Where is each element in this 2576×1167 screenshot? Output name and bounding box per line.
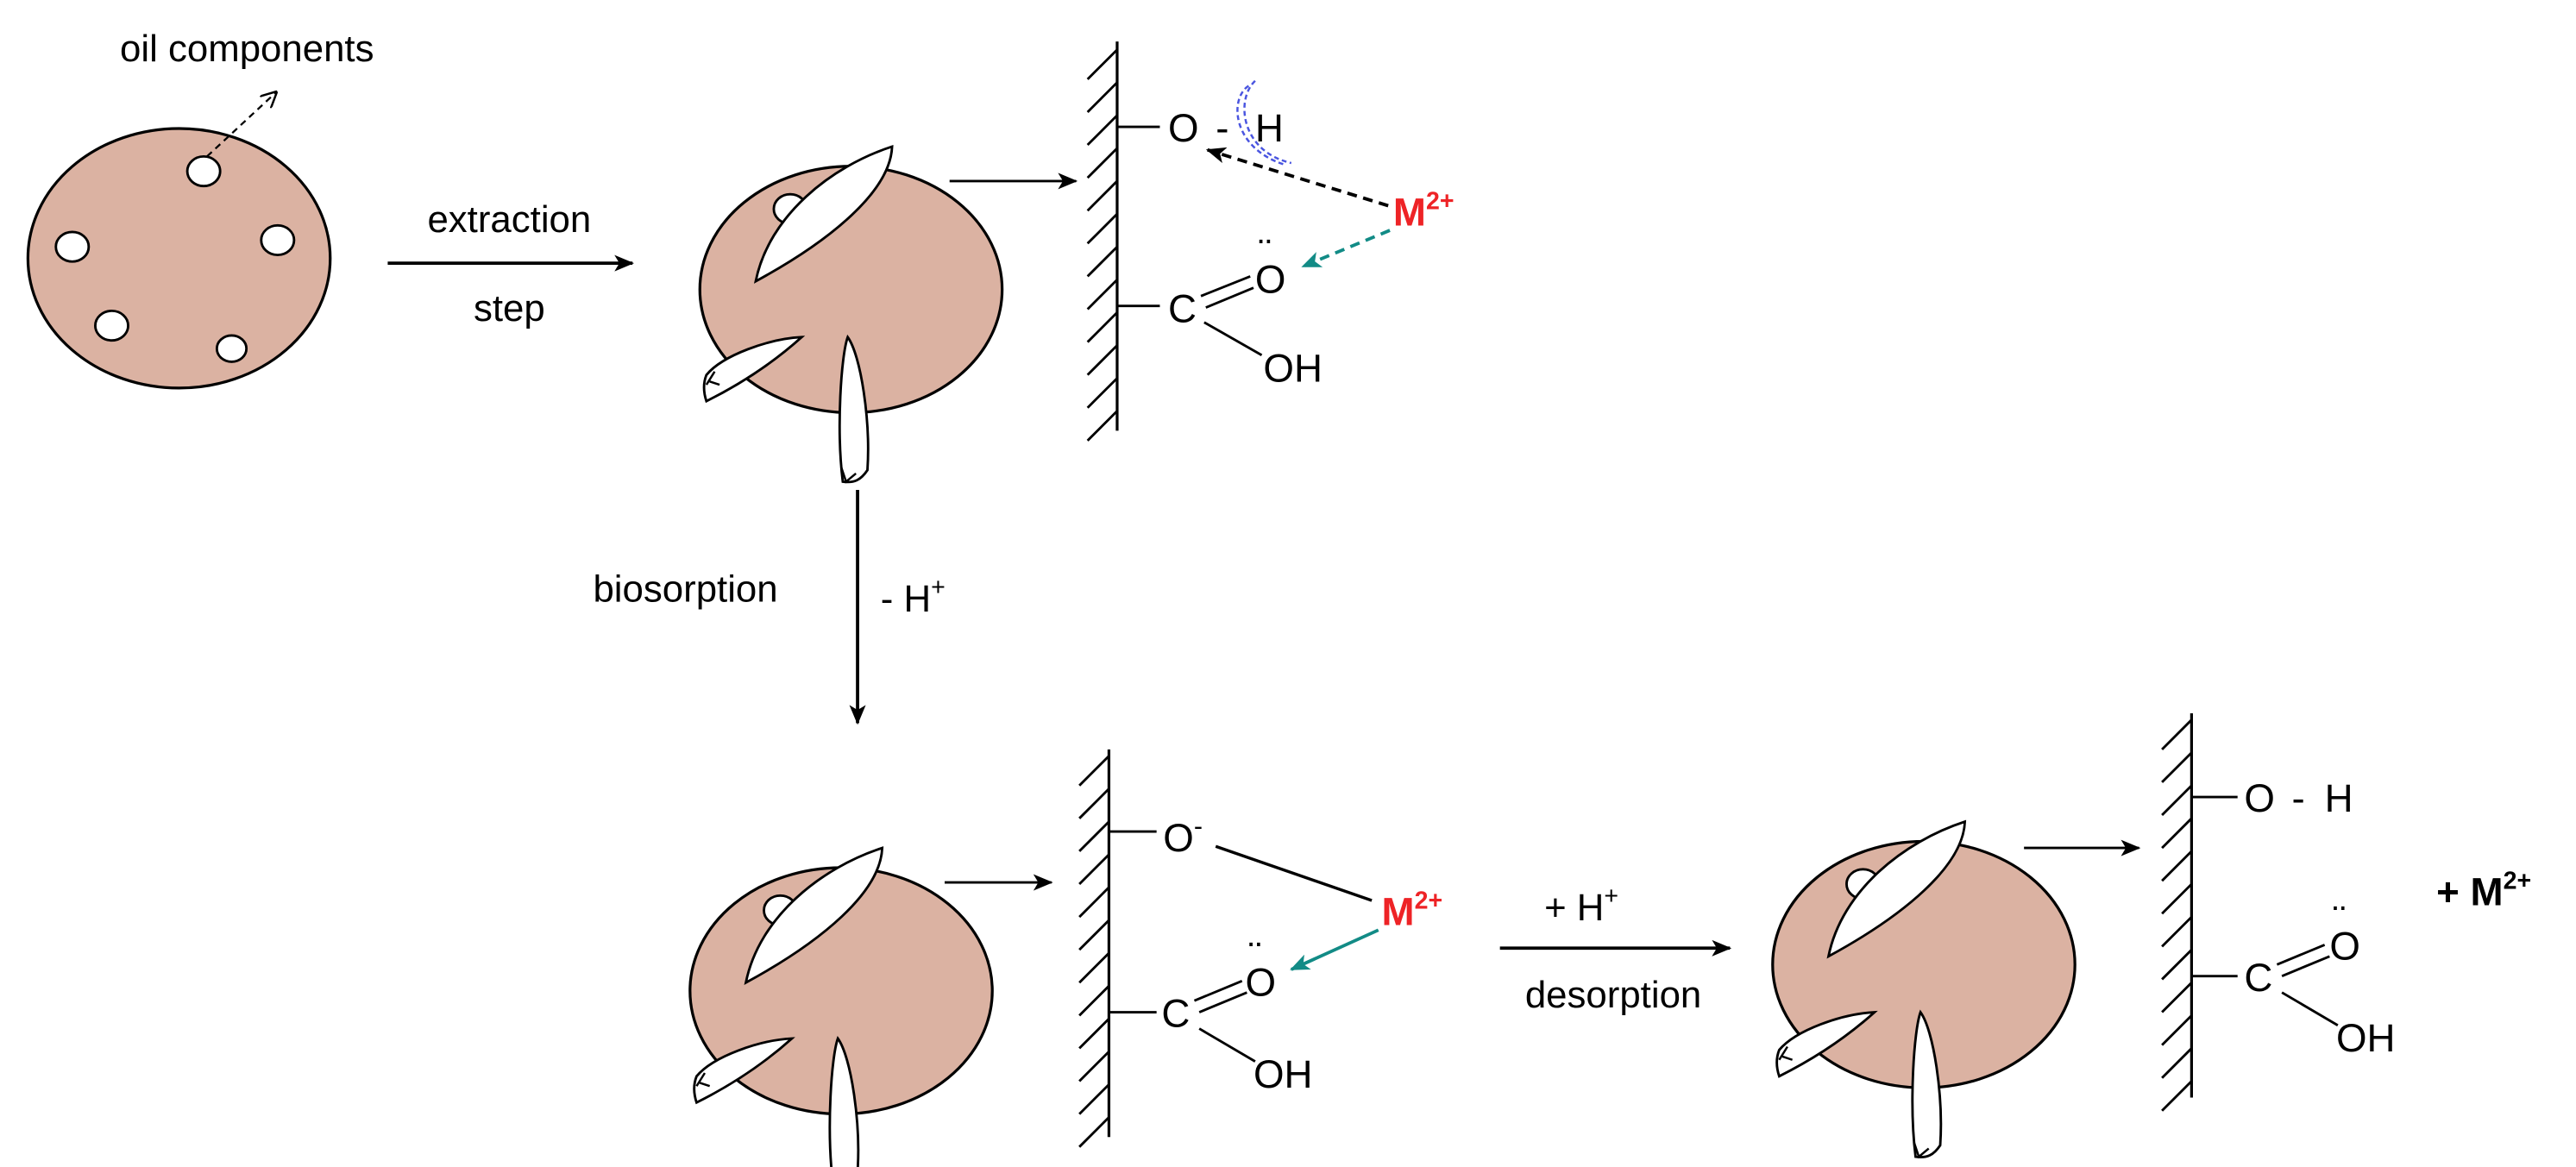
oxide-anion: O-: [1163, 812, 1203, 860]
intact-particle: [26, 127, 332, 390]
released-metal-ion: + M2+: [2436, 868, 2531, 914]
acid-addition-label: + H+: [1544, 882, 1618, 929]
hydroxyl-bond: -: [2292, 776, 2305, 820]
lone-pair: ¨: [2333, 898, 2346, 942]
biomass-surface-middle: [1078, 749, 1373, 1149]
oil-components-pointer: [206, 92, 276, 158]
carboxyl-oh: OH: [2336, 1016, 2396, 1060]
metal-ion: M2+: [1393, 187, 1454, 234]
oil-droplet: [54, 230, 91, 263]
step-label: step: [474, 287, 545, 329]
extraction-label: extraction: [427, 198, 591, 241]
hydroxyl-hydrogen: H: [1255, 106, 1284, 150]
hydroxyl-oxygen: O: [2244, 776, 2275, 820]
oil-droplet: [260, 223, 296, 257]
carbonyl-carbon: C: [2244, 956, 2272, 1000]
desorption-label: desorption: [1525, 974, 1701, 1016]
biosorption-label: biosorption: [593, 568, 777, 610]
metal-to-carbonyl-arrow: [1290, 928, 1379, 971]
biomass-surface-top: [1086, 41, 1263, 442]
carbonyl-oxygen: O: [1255, 257, 1286, 301]
regenerated-particle: [1773, 822, 2075, 1158]
metal-bound-particle: [690, 848, 992, 1167]
lone-pair: ¨: [1259, 231, 1272, 275]
carbonyl-oxygen: O: [2329, 925, 2360, 969]
metal-to-hydroxyl-arrow: [1205, 147, 1389, 208]
hydroxyl-hydrogen: H: [2325, 776, 2353, 820]
carbonyl-carbon: C: [1168, 287, 1197, 331]
lone-pair: ¨: [1248, 934, 1261, 978]
oil-droplet: [215, 334, 248, 363]
hydroxyl-oxygen: O: [1168, 106, 1199, 150]
biomass-surface-regenerated: [2160, 712, 2339, 1113]
hydroxyl-bond: -: [1216, 106, 1228, 150]
carboxyl-oh: OH: [1253, 1052, 1313, 1096]
carbonyl-oxygen: O: [1245, 960, 1276, 1004]
bound-metal-ion: M2+: [1382, 888, 1443, 934]
carboxyl-oh: OH: [1263, 346, 1323, 390]
proton-transfer-arc: [1236, 85, 1285, 166]
extracted-particle: [700, 147, 1002, 482]
oil-droplet: [94, 309, 129, 342]
oil-droplet: [185, 154, 222, 188]
oil-components-label: oil components: [120, 28, 374, 70]
deprotonation-label: - H+: [881, 574, 946, 620]
metal-to-carbonyl-arrow: [1301, 229, 1391, 268]
carbonyl-carbon: C: [1161, 992, 1190, 1036]
